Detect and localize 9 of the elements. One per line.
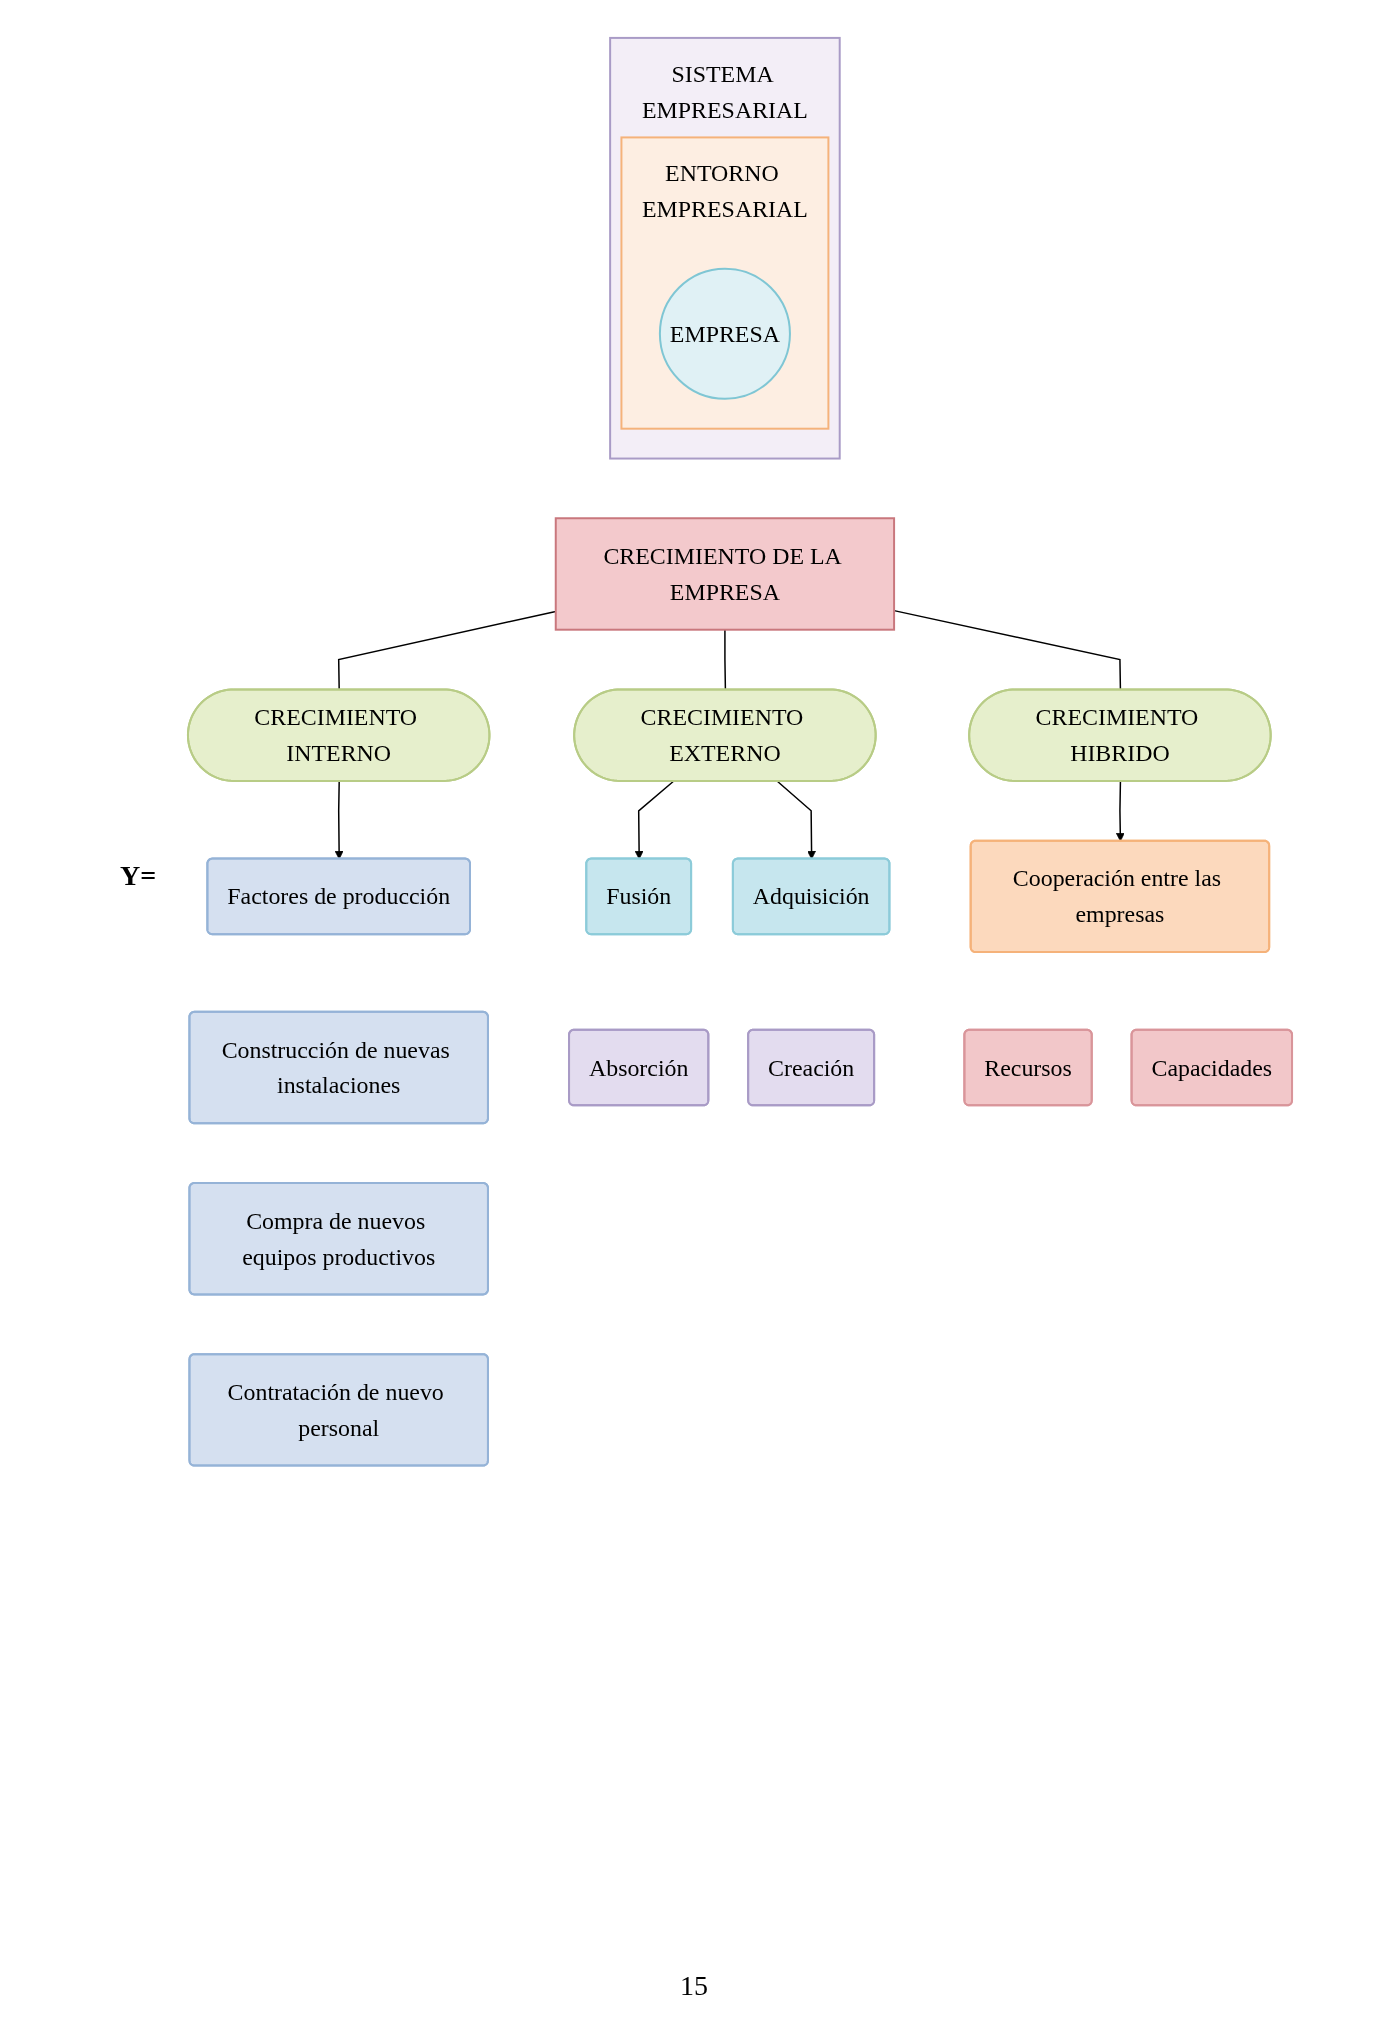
arrow xyxy=(1115,780,1125,842)
page-number: 15 xyxy=(680,1970,708,2002)
connector xyxy=(724,628,727,691)
arrow xyxy=(334,780,344,860)
node-circle: EMPRESA xyxy=(658,267,791,400)
arrow xyxy=(776,780,816,860)
equation-label: Y= xyxy=(120,860,157,892)
arrow xyxy=(634,780,674,860)
node-box: CRECIMIENTO DE LA EMPRESA xyxy=(554,517,896,631)
